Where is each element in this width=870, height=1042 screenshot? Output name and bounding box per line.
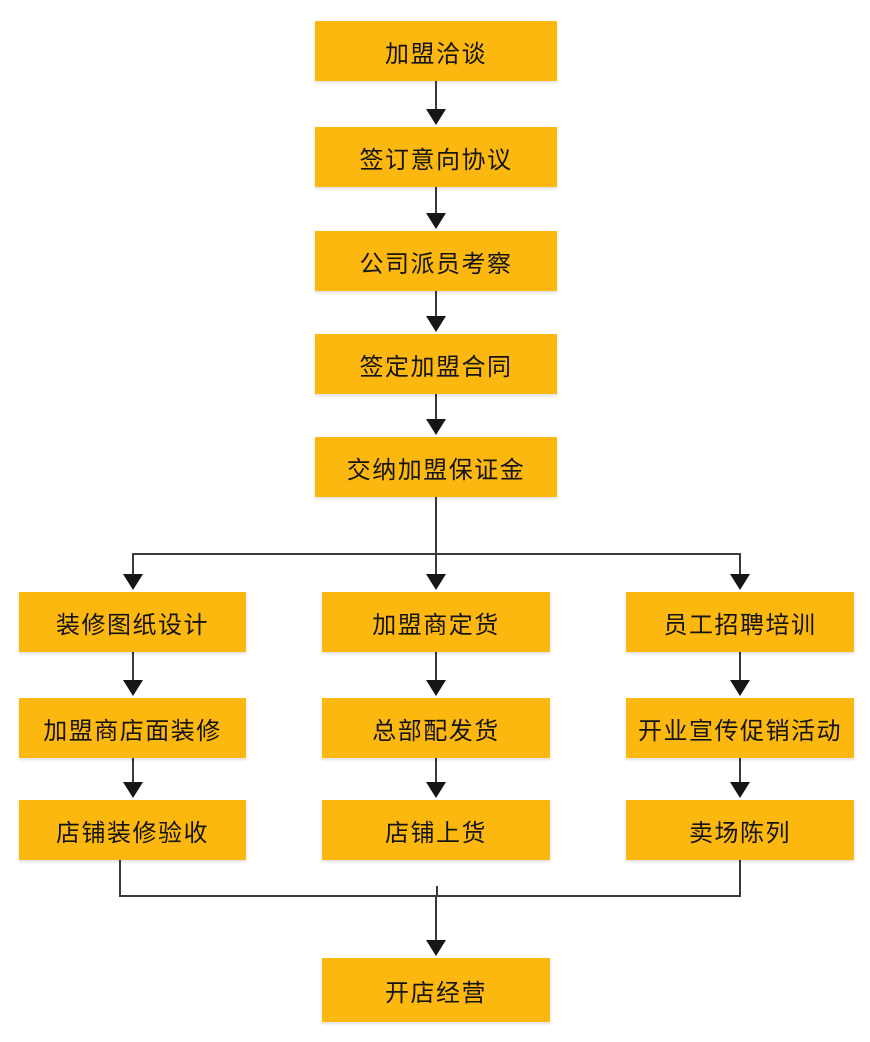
arrowhead-main-3 <box>426 316 446 332</box>
node-deposit-payment: 交纳加盟保证金 <box>315 437 557 497</box>
node-staff-recruitment-training: 员工招聘培训 <box>626 592 854 652</box>
arrowhead-split-right <box>730 574 750 590</box>
node-display-arrangement: 卖场陈列 <box>626 800 854 860</box>
node-store-stocking: 店铺上货 <box>322 800 550 860</box>
node-intent-agreement: 签订意向协议 <box>315 127 557 187</box>
arrowhead-split-middle <box>426 574 446 590</box>
node-negotiation: 加盟洽谈 <box>315 21 557 81</box>
arrowhead-left-1 <box>123 680 143 696</box>
node-store-decoration: 加盟商店面装修 <box>19 698 246 758</box>
node-company-inspection: 公司派员考察 <box>315 231 557 291</box>
arrowhead-right-2 <box>730 782 750 798</box>
arrowhead-main-4 <box>426 419 446 435</box>
node-hq-shipping: 总部配发货 <box>322 698 550 758</box>
arrowhead-main-1 <box>426 109 446 125</box>
node-franchisee-order: 加盟商定货 <box>322 592 550 652</box>
arrowhead-final <box>426 940 446 956</box>
arrowhead-left-2 <box>123 782 143 798</box>
node-decoration-acceptance: 店铺装修验收 <box>19 800 246 860</box>
arrowhead-middle-1 <box>426 680 446 696</box>
arrowhead-main-2 <box>426 213 446 229</box>
node-opening-promotion: 开业宣传促销活动 <box>626 698 854 758</box>
node-design-drawings: 装修图纸设计 <box>19 592 246 652</box>
arrowhead-middle-2 <box>426 782 446 798</box>
arrowhead-right-1 <box>730 680 750 696</box>
node-franchise-contract: 签定加盟合同 <box>315 334 557 394</box>
arrowhead-split-left <box>123 574 143 590</box>
node-store-operation: 开店经营 <box>322 958 550 1022</box>
